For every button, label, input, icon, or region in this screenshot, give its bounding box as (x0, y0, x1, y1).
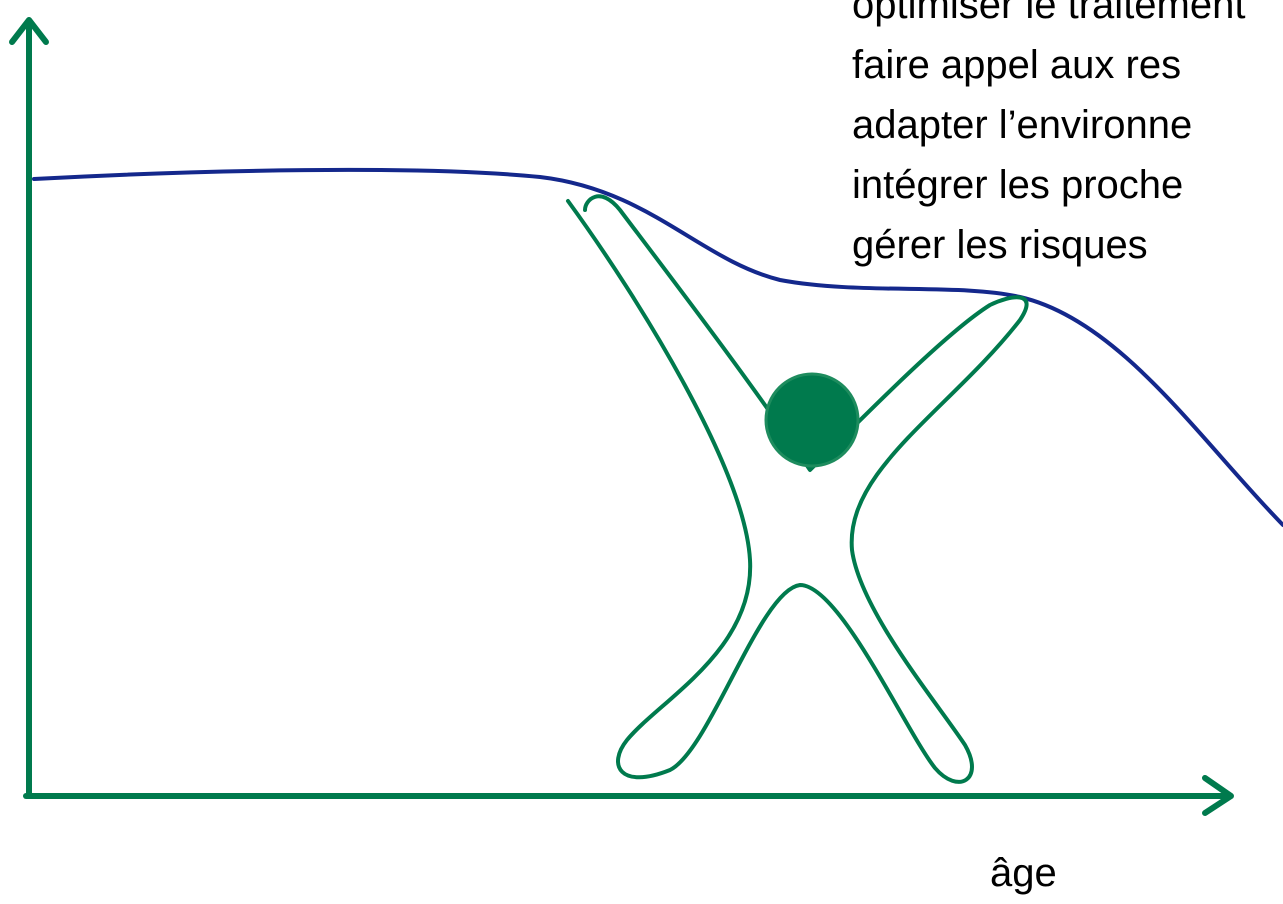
list-item-integrer: intégrer les proche (852, 163, 1183, 207)
decline-curve (32, 167, 1283, 527)
x-axis-label: âge (990, 851, 1057, 895)
x-axis-arrowhead (1202, 775, 1234, 816)
list-item-faire-appel: faire appel aux res (852, 43, 1181, 87)
stick-person-icon (566, 194, 1029, 784)
list-item-optimiser: optimiser le traitement (852, 0, 1245, 27)
y-axis-arrowhead (9, 17, 49, 45)
action-list: optimiser le traitement faire appel aux … (852, 0, 1245, 267)
figure-head (764, 372, 860, 468)
list-item-adapter: adapter l’environne (852, 103, 1192, 147)
list-item-gerer: gérer les risques (852, 223, 1148, 267)
